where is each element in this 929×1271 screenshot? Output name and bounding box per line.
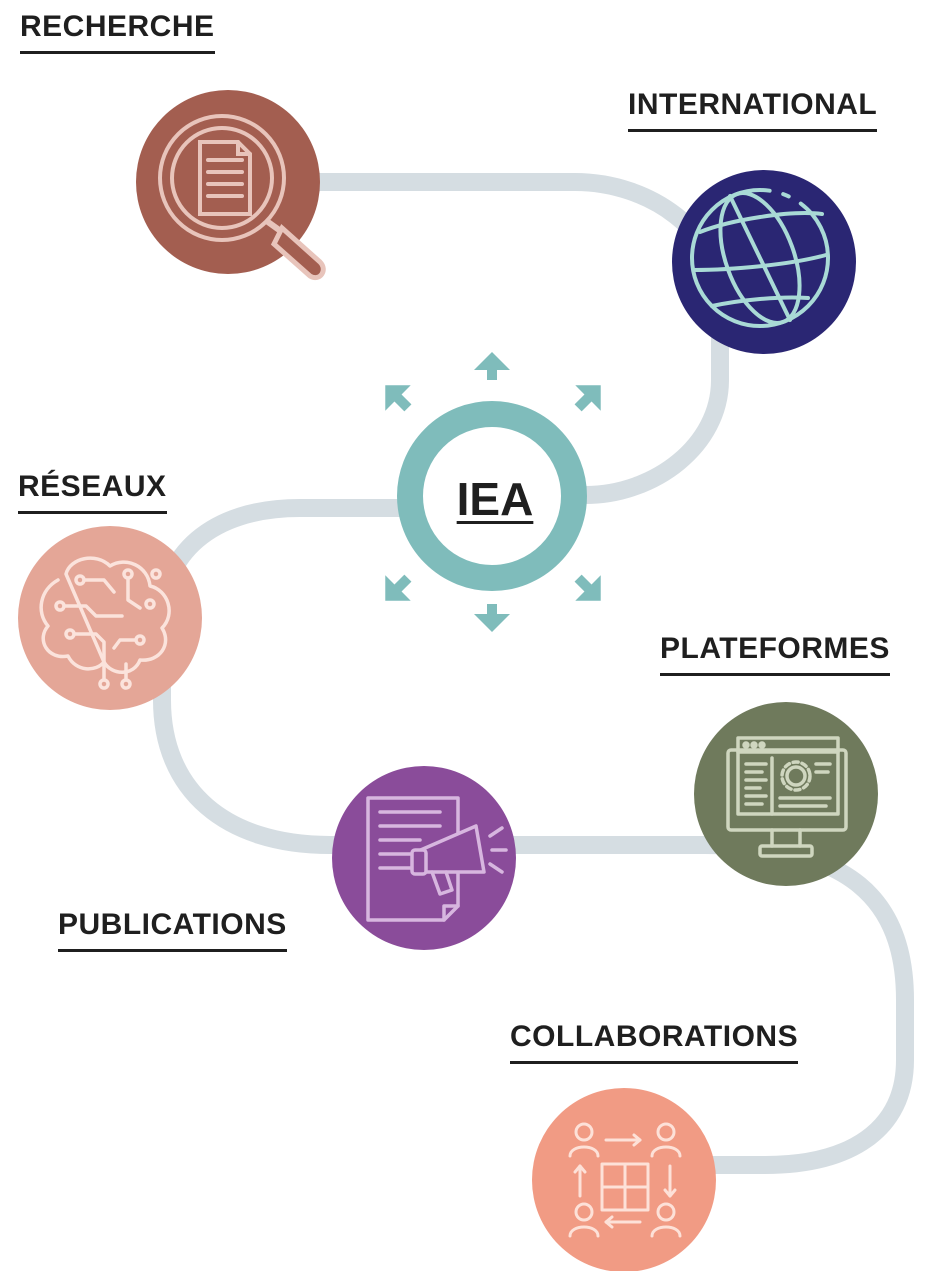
label-plateformes: PLATEFORMES [660, 634, 890, 676]
node-publications [332, 766, 516, 950]
node-collaborations [532, 1088, 716, 1271]
arrow-up-icon [474, 352, 510, 380]
arrow-up-right-icon [574, 385, 601, 412]
iea-center [397, 401, 587, 591]
label-publications: PUBLICATIONS [58, 910, 287, 952]
arrow-down-left-icon [385, 574, 412, 601]
node-reseaux [18, 526, 202, 710]
node-plateformes [694, 702, 878, 886]
computer-settings-icon [726, 736, 848, 858]
iea-label: IEA [456, 473, 534, 525]
brain-circuit-icon [39, 556, 171, 690]
people-puzzle-icon [568, 1122, 682, 1238]
node-recherche [136, 90, 326, 280]
arrow-down-right-icon [574, 574, 601, 601]
node-international [672, 170, 856, 354]
label-collaborations: COLLABORATIONS [510, 1022, 799, 1064]
label-recherche: RECHERCHE [20, 12, 215, 54]
document-megaphone-icon [366, 796, 508, 922]
label-reseaux: RÉSEAUX [18, 472, 167, 514]
globe-icon [690, 188, 830, 328]
magnifier-document-icon [158, 114, 326, 280]
arrow-up-left-icon [385, 385, 412, 412]
label-international: INTERNATIONAL [628, 90, 878, 132]
arrow-down-icon [474, 604, 510, 632]
